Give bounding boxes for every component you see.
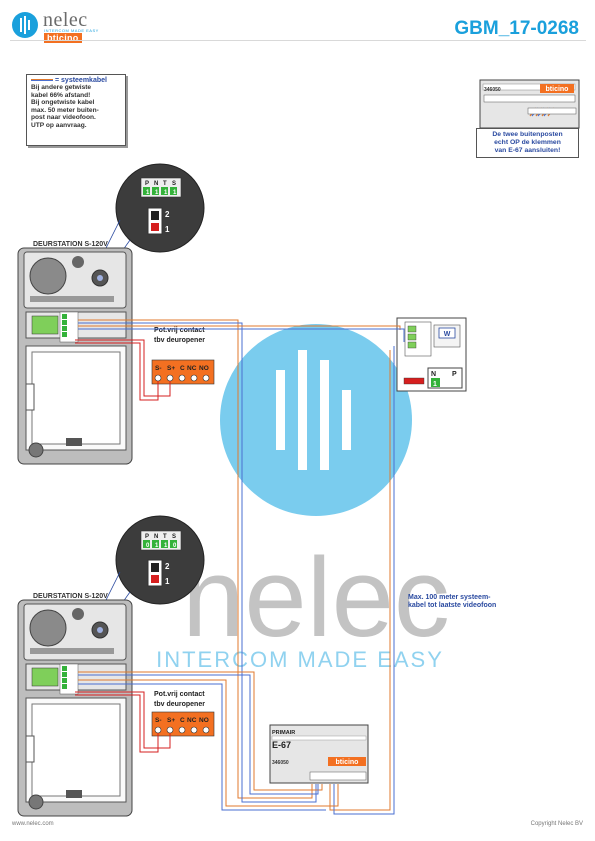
power-supply-label: PRIMAIR: [272, 730, 295, 736]
monitor-terminal-label: N: [431, 371, 436, 378]
note-line: Bij ongetwiste kabel: [31, 99, 95, 107]
monitor-screen-label: W: [444, 331, 451, 338]
terminal-value: 0: [146, 543, 150, 549]
relay-terminal-label: S-: [155, 717, 162, 724]
watermark-bar: [298, 350, 307, 470]
door-opener-contact-1: Pot.vrij contact tbv deuropener S- S+ C …: [75, 327, 215, 401]
contact-title: tbv deuropener: [154, 337, 205, 344]
video-monitor: W N P 1: [396, 317, 467, 392]
relay-terminal-label: S-: [155, 365, 162, 372]
door-station-1: DEURSTATION S-120V: [17, 241, 133, 465]
watermark-bar: [342, 390, 351, 450]
watermark-tagline: INTERCOM MADE EASY: [156, 647, 444, 672]
reference-note: De twee buitenposten echt OP de klemmen …: [476, 128, 579, 158]
cable-length-line: kabel tot laatste videofoon: [408, 602, 497, 609]
monitor-terminal-value: 1: [433, 381, 437, 388]
cable-length-line: Max. 100 meter systeem-: [408, 594, 491, 601]
note-line: max. 50 meter buiten-: [31, 106, 99, 114]
speaker-icon: [29, 257, 67, 295]
terminal-label: S: [172, 534, 176, 540]
nelec-logo-icon: [12, 12, 38, 38]
terminal-label: T: [163, 534, 167, 540]
terminal-value: 1: [155, 190, 159, 196]
relay-terminal-label: NO: [199, 365, 209, 372]
terminal-label: N: [154, 534, 158, 540]
contact-title: Pot.vrij contact: [154, 691, 205, 698]
reference-article: 346050: [484, 87, 501, 93]
logo-tagline: INTERCOM MADE EASY: [44, 28, 99, 33]
terminal-label: T: [163, 181, 167, 187]
logo-name: nelec: [43, 9, 88, 31]
contact-title: tbv deuropener: [154, 701, 205, 708]
contact-title: Pot.vrij contact: [154, 327, 205, 334]
relay-terminal-label: C: [180, 717, 185, 724]
watermark-name: nelec: [182, 535, 450, 660]
bticino-logo: bticino: [44, 33, 82, 43]
door-station-title: DEURSTATION S-120V: [33, 241, 108, 248]
terminal-block: [31, 667, 59, 687]
power-supply-model: E-67: [272, 740, 291, 750]
note-line: kabel 66% afstand!: [31, 91, 91, 99]
dip-label: 2: [165, 562, 170, 571]
watermark-bar: [320, 360, 329, 470]
relay-terminal-label: S+: [167, 717, 175, 724]
terminal-value: 1: [146, 190, 150, 196]
header-divider: [10, 40, 586, 41]
note-line: Bij andere getwiste: [31, 84, 92, 91]
watermark-circle: [220, 324, 412, 516]
terminal-value: 1: [155, 543, 159, 549]
terminal-value: 1: [173, 190, 177, 196]
terminal-label: P: [145, 534, 149, 540]
note-line: post naar videofoon.: [31, 114, 96, 122]
reference-note-line: van E-67 aansluiten!: [494, 147, 561, 154]
door-opener-contact-2: Pot.vrij contact tbv deuropener S- S+ C …: [75, 691, 215, 753]
system-cables: [78, 319, 405, 815]
note-line: UTP op aanvraag.: [31, 121, 87, 129]
dip-label: 1: [165, 225, 170, 234]
terminal-label: N: [154, 181, 158, 187]
terminal-label: S: [172, 181, 176, 187]
relay-terminal-label: S+: [167, 365, 175, 372]
terminal-value: 1: [164, 543, 168, 549]
nelec-logo: nelec INTERCOM MADE EASY bticino: [12, 9, 132, 43]
footer-website: www.nelec.com: [12, 821, 54, 827]
monitor-terminal-label: P: [452, 371, 457, 378]
terminal-value: 1: [164, 190, 168, 196]
cable-length-note: Max. 100 meter systeem- kabel tot laatst…: [408, 594, 496, 610]
cable-note-box: = systeemkabel Bij andere getwiste kabel…: [26, 74, 126, 146]
power-supply-brand: bticino: [336, 759, 359, 766]
speaker-icon: [29, 609, 67, 647]
systeemkabel-swatch: [31, 79, 53, 82]
relay-terminal-label: C: [180, 365, 185, 372]
dip-label: 1: [165, 577, 170, 586]
reference-note-line: echt OP de klemmen: [494, 139, 561, 146]
relay-terminal-label: NC: [187, 365, 197, 372]
reference-note-line: De twee buitenposten: [492, 131, 563, 138]
document-id: GBM_17-0268: [454, 18, 579, 39]
power-supply-article: 346050: [272, 760, 289, 766]
power-supply-reference: bticino 346050: [479, 79, 580, 129]
door-station-2: DEURSTATION S-120V: [17, 593, 133, 817]
note-legend: = systeemkabel: [31, 77, 121, 84]
footer-copyright: Copyright Nelec BV: [530, 821, 583, 827]
bticino-badge: [540, 84, 574, 93]
reference-brand: bticino: [546, 86, 569, 93]
terminal-label: P: [145, 181, 149, 187]
terminal-value: 0: [173, 543, 177, 549]
relay-terminal-label: NO: [199, 717, 209, 724]
power-supply-e67: PRIMAIR E-67 bticino 346050: [269, 724, 369, 784]
dip-label: 2: [165, 210, 170, 219]
door-station-title: DEURSTATION S-120V: [33, 593, 108, 600]
relay-terminal-label: NC: [187, 717, 197, 724]
bticino-badge: [328, 757, 366, 766]
connector-detail-2: P N T S 0 1 1 0 2 1: [31, 515, 205, 731]
watermark-bar: [276, 370, 285, 450]
terminal-block: [31, 315, 59, 335]
